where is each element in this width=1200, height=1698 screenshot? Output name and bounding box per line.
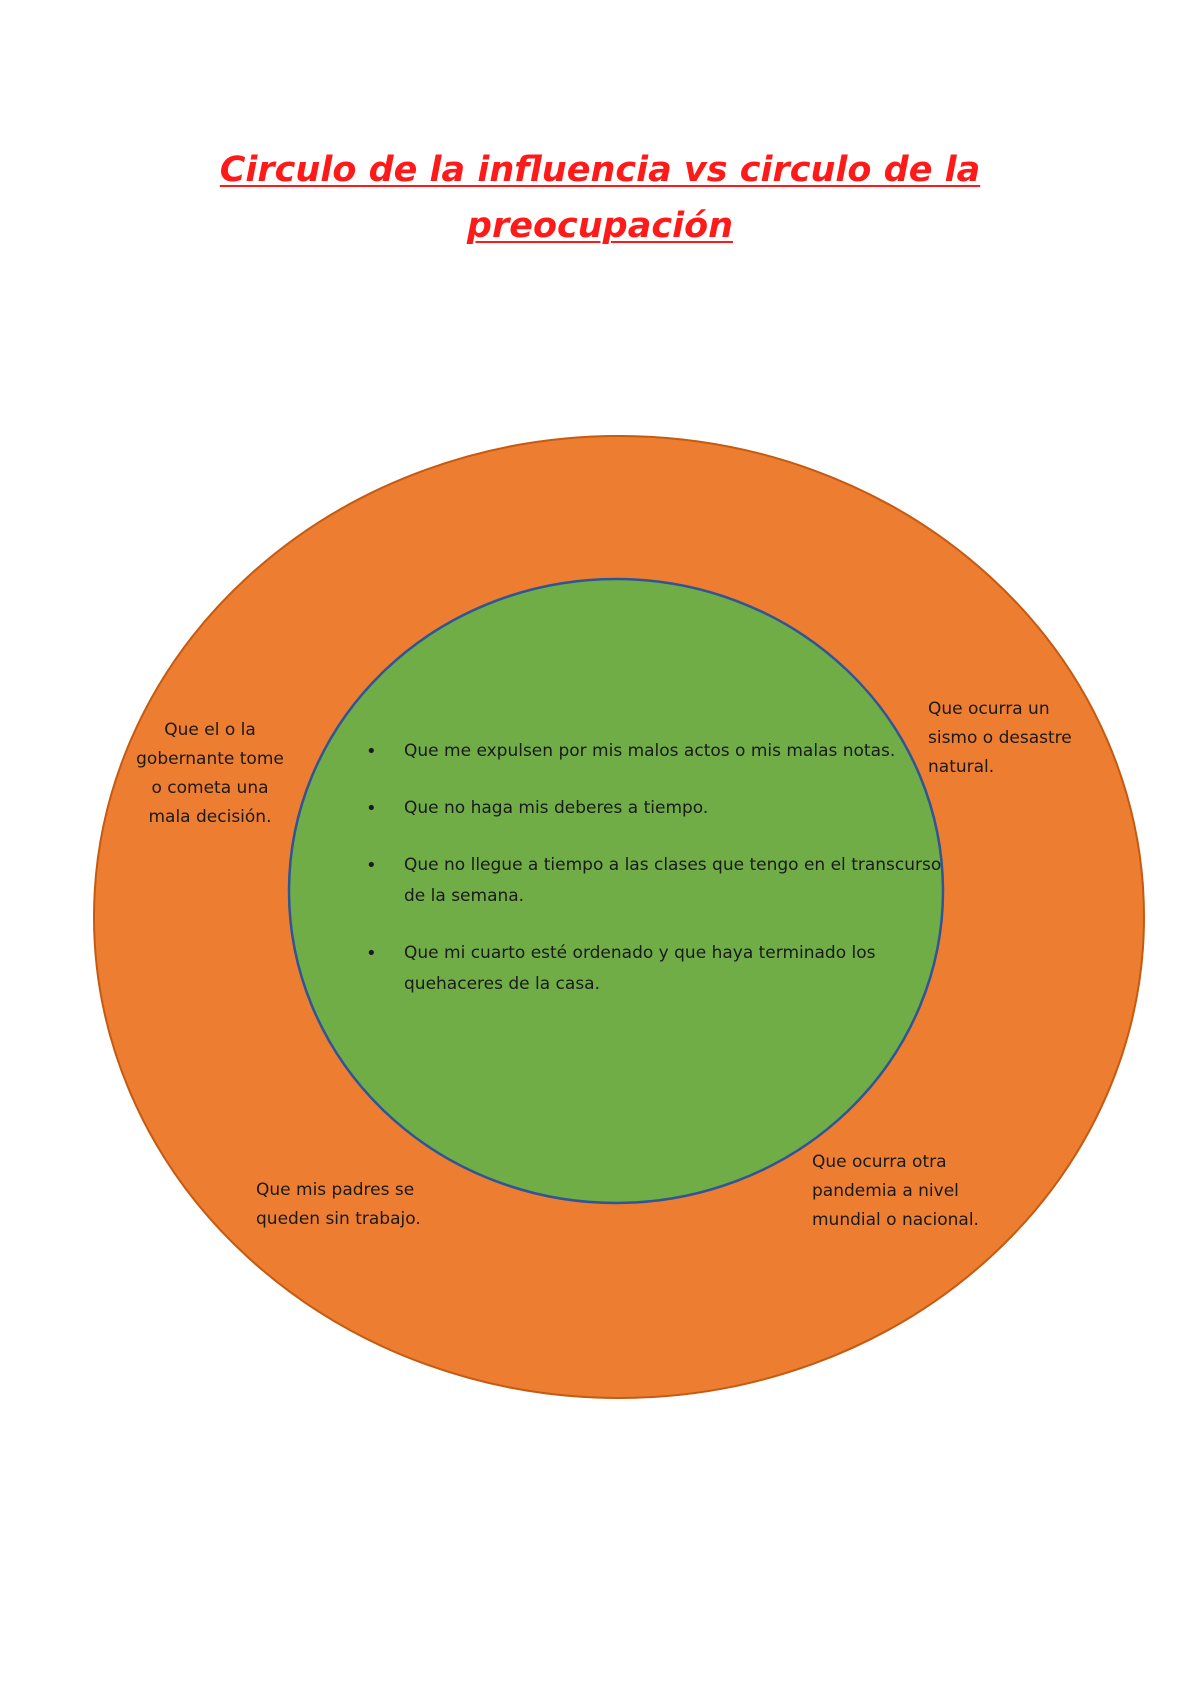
bullet-icon: • [366, 741, 377, 762]
concern-item-sismo: Que ocurra un sismo o desastre natural. [928, 695, 1098, 782]
concern-item-line: queden sin trabajo. [256, 1209, 421, 1229]
influence-item-text: Que mi cuarto esté ordenado y que haya t… [404, 943, 876, 994]
bullet-icon: • [366, 855, 377, 876]
concern-item-line: Que ocurra un [928, 699, 1050, 719]
concern-item-line: Que el o la [164, 720, 256, 740]
page-title: Circulo de la influencia vs circulo de l… [100, 142, 1100, 254]
bullet-icon: • [366, 798, 377, 819]
concern-item-line: Que ocurra otra [812, 1152, 947, 1172]
influence-item: • Que no haga mis deberes a tiempo. [366, 793, 944, 824]
concern-item-line: gobernante tome [136, 749, 284, 769]
concern-item-line: pandemia a nivel [812, 1181, 959, 1201]
title-line-1: Circulo de la influencia vs circulo de l… [219, 150, 981, 190]
concern-item-padres: Que mis padres se queden sin trabajo. [256, 1176, 456, 1234]
concern-item-pandemia: Que ocurra otra pandemia a nivel mundial… [812, 1148, 1012, 1235]
concern-item-gobernante: Que el o la gobernante tome o cometa una… [120, 716, 300, 832]
concern-item-line: natural. [928, 757, 995, 777]
influence-list: • Que me expulsen por mis malos actos o … [360, 736, 944, 1026]
influence-item: • Que mi cuarto esté ordenado y que haya… [366, 938, 944, 1000]
concern-item-line: mundial o nacional. [812, 1210, 979, 1230]
concern-item-line: o cometa una [151, 778, 269, 798]
bullet-icon: • [366, 943, 377, 964]
influence-item-text: Que me expulsen por mis malos actos o mi… [404, 741, 896, 761]
circle-of-influence [287, 577, 945, 1205]
title-line-2: preocupación [466, 206, 734, 246]
influence-item-text: Que no haga mis deberes a tiempo. [404, 798, 709, 818]
concern-item-line: sismo o desastre [928, 728, 1072, 748]
concern-item-line: mala decisión. [148, 807, 272, 827]
concern-item-line: Que mis padres se [256, 1180, 415, 1200]
influence-item: • Que me expulsen por mis malos actos o … [366, 736, 944, 767]
influence-item-text: Que no llegue a tiempo a las clases que … [404, 855, 942, 906]
influence-item: • Que no llegue a tiempo a las clases qu… [366, 850, 944, 912]
